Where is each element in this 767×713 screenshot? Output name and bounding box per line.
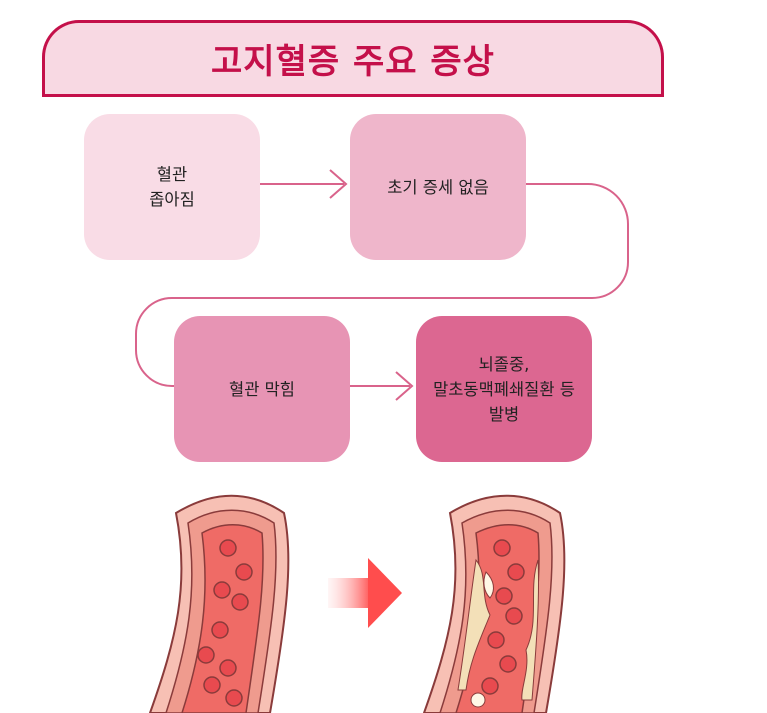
connector-2-3 <box>135 183 629 387</box>
clogged-vessel-illustration <box>422 494 566 713</box>
step-no-early-symptoms: 초기 증세 없음 <box>350 114 526 260</box>
healthy-vessel-illustration <box>148 494 290 713</box>
step-vessel-blockage: 혈관 막힘 <box>174 316 350 462</box>
step-vessel-narrowing: 혈관 좁아짐 <box>84 114 260 260</box>
connector-3-4 <box>350 371 414 401</box>
step-stroke-disease: 뇌졸중, 말초동맥폐쇄질환 등 발병 <box>416 316 592 462</box>
connector-1-2 <box>260 169 348 199</box>
transition-arrow-icon <box>328 558 402 628</box>
page-title: 고지혈증 주요 증상 <box>211 42 495 82</box>
title-banner: 고지혈증 주요 증상 <box>42 20 664 97</box>
